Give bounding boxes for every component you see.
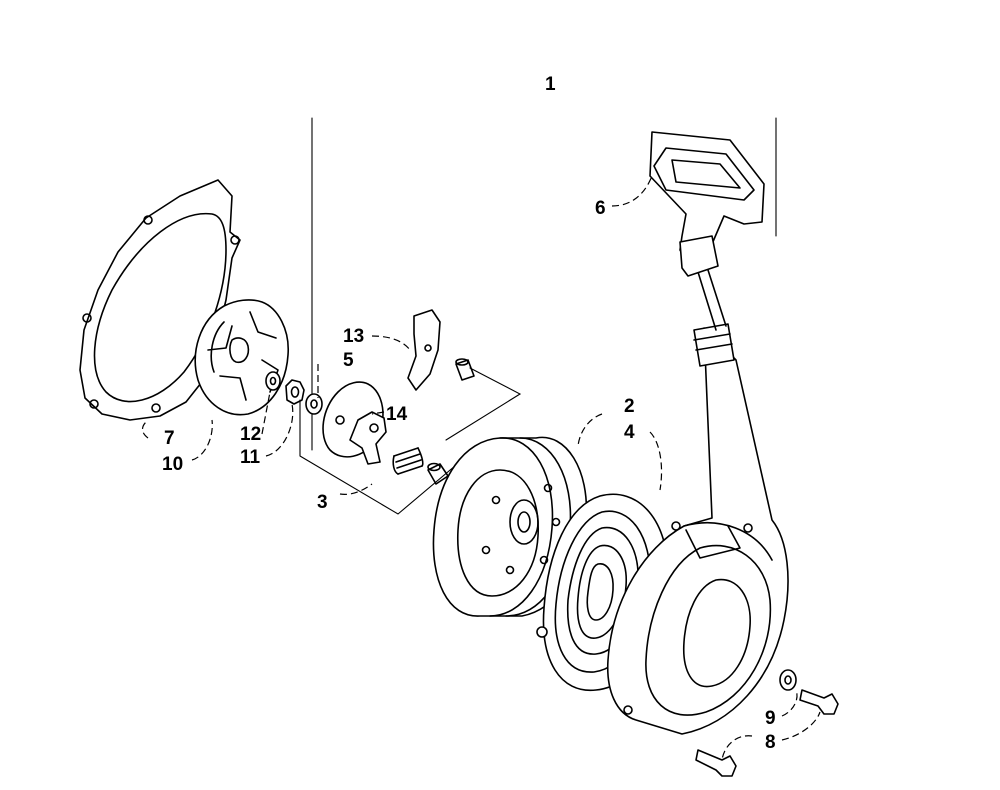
label-starter-cup: 10	[162, 454, 183, 475]
label-nut: 11	[240, 447, 261, 468]
label-lock-washer: 12	[240, 424, 261, 445]
label-pawl: 13	[343, 326, 364, 347]
label-spring-cassette: 4	[624, 422, 635, 443]
bolt-lower	[695, 749, 737, 777]
rotor-pulley	[432, 436, 588, 617]
label-gasket: 7	[164, 428, 175, 449]
label-rotor-pulley: 2	[624, 396, 635, 417]
starter-case	[606, 327, 789, 735]
bolt-upper	[799, 689, 839, 715]
label-bolt: 8	[765, 732, 776, 753]
label-assembly: 1	[545, 74, 556, 95]
label-washer: 5	[343, 350, 354, 371]
pin	[455, 358, 475, 381]
nut	[285, 379, 305, 405]
starter-rope	[697, 269, 727, 331]
starter-cup	[194, 299, 289, 416]
lock-washer	[265, 371, 281, 391]
pawl	[407, 309, 441, 391]
label-friction-plate: 14	[386, 404, 408, 425]
rope-guide	[693, 323, 735, 367]
callout-leaders	[141, 175, 821, 761]
label-bolt-washer: 9	[765, 708, 776, 729]
starter-handle	[649, 131, 765, 277]
label-ratchet-kit: 3	[317, 492, 328, 513]
ratchet-kit-bracket	[299, 367, 522, 515]
ratchet-spring	[392, 447, 424, 475]
friction-plate	[322, 381, 387, 465]
label-handle: 6	[595, 198, 606, 219]
bolt-washer	[779, 669, 797, 691]
washer	[305, 393, 323, 415]
